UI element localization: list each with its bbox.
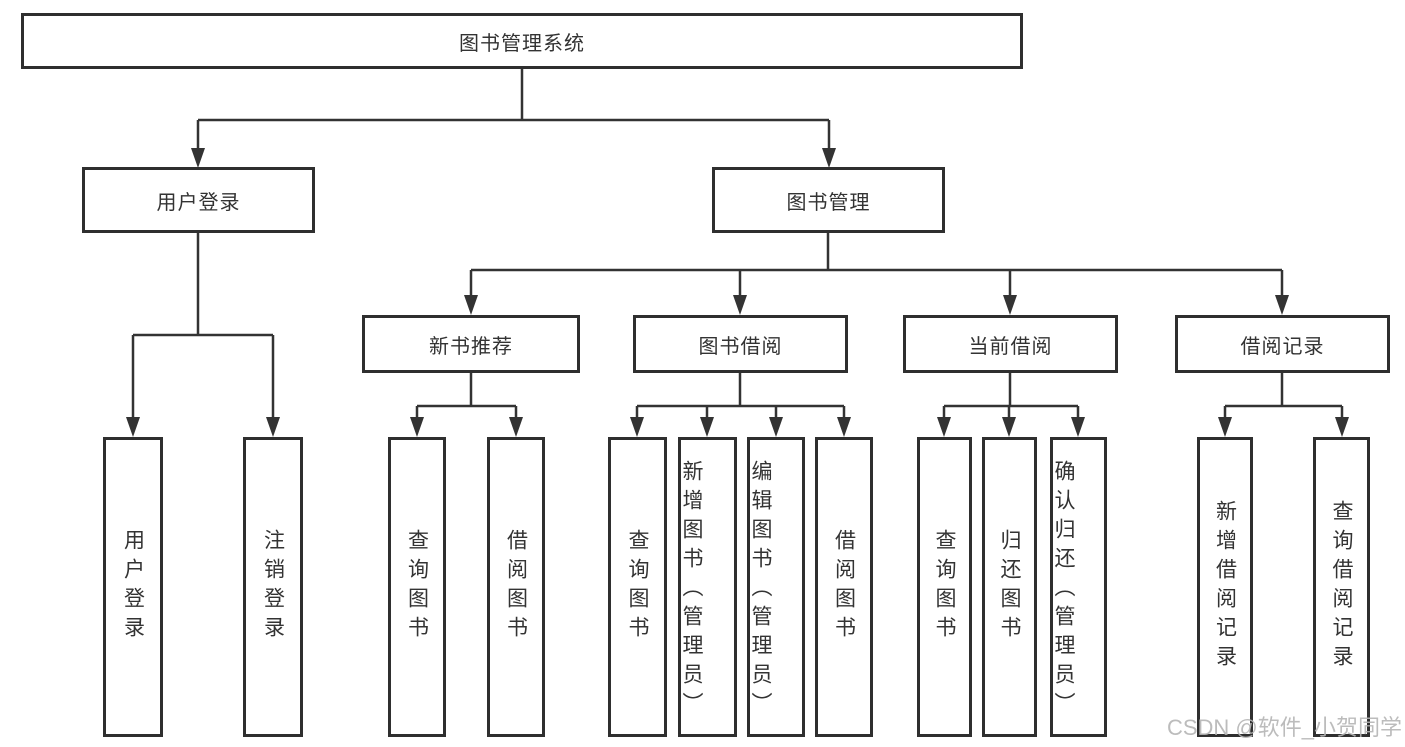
leaf-label: 借阅图书 bbox=[832, 529, 856, 645]
leaf-edit-book-admin: 编辑图书（管理员） bbox=[747, 437, 805, 737]
leaf-label: 查询图书 bbox=[933, 529, 956, 645]
leaf-label: 查询图书 bbox=[626, 529, 649, 645]
arrowhead bbox=[1275, 295, 1289, 315]
leaf-query-book-3: 查询图书 bbox=[917, 437, 972, 737]
connector-root-trunk bbox=[196, 68, 831, 150]
connector-current-borrow bbox=[942, 373, 1080, 419]
leaf-add-borrow-record: 新增借阅记录 bbox=[1197, 437, 1253, 737]
leaf-query-borrow-record: 查询借阅记录 bbox=[1313, 437, 1370, 737]
connector-borrow-record bbox=[1223, 373, 1344, 419]
leaf-label: 编辑图书（管理员） bbox=[749, 459, 772, 721]
leaf-logout: 注销登录 bbox=[243, 437, 303, 737]
leaf-query-book-1: 查询图书 bbox=[388, 437, 446, 737]
leaf-borrow-book-2: 借阅图书 bbox=[815, 437, 873, 737]
arrowhead bbox=[630, 417, 644, 437]
arrowhead bbox=[1071, 417, 1085, 437]
connector-user-login bbox=[131, 233, 275, 419]
leaf-label: 新增图书（管理员） bbox=[680, 459, 703, 721]
leaf-borrow-book-1: 借阅图书 bbox=[487, 437, 545, 737]
node-user-login: 用户登录 bbox=[82, 167, 315, 233]
node-label: 借阅记录 bbox=[1240, 335, 1325, 358]
leaf-label: 注销登录 bbox=[261, 529, 285, 645]
arrowhead bbox=[937, 417, 951, 437]
arrowhead bbox=[464, 295, 478, 315]
node-book-management: 图书管理 bbox=[712, 167, 945, 233]
arrowhead bbox=[1002, 417, 1016, 437]
arrowhead bbox=[733, 295, 747, 315]
node-book-borrow: 图书借阅 bbox=[633, 315, 848, 373]
leaf-label: 归还图书 bbox=[998, 529, 1021, 645]
node-label: 图书借阅 bbox=[698, 335, 783, 358]
node-library-system: 图书管理系统 bbox=[21, 13, 1023, 69]
arrowhead bbox=[1335, 417, 1349, 437]
arrowhead bbox=[769, 417, 783, 437]
leaf-user-login: 用户登录 bbox=[103, 437, 163, 737]
node-new-book-recommend: 新书推荐 bbox=[362, 315, 580, 373]
arrowhead bbox=[1003, 295, 1017, 315]
node-borrow-record: 借阅记录 bbox=[1175, 315, 1390, 373]
leaf-confirm-return-admin: 确认归还（管理员） bbox=[1050, 437, 1107, 737]
arrowhead bbox=[410, 417, 424, 437]
leaf-label: 新增借阅记录 bbox=[1213, 500, 1237, 674]
connector-book-mgmt bbox=[469, 233, 1284, 297]
leaf-return-book: 归还图书 bbox=[982, 437, 1037, 737]
arrowhead bbox=[191, 148, 205, 168]
node-label: 新书推荐 bbox=[429, 335, 513, 358]
arrowhead bbox=[837, 417, 851, 437]
leaf-label: 借阅图书 bbox=[504, 529, 528, 645]
arrowhead bbox=[266, 417, 280, 437]
arrowhead bbox=[700, 417, 714, 437]
node-label: 图书管理系统 bbox=[459, 32, 585, 55]
leaf-label: 查询借阅记录 bbox=[1330, 500, 1353, 674]
connector-new-book bbox=[415, 373, 518, 419]
node-label: 图书管理 bbox=[786, 191, 871, 214]
leaf-label: 查询图书 bbox=[405, 529, 429, 645]
arrowhead bbox=[126, 417, 140, 437]
leaf-label: 用户登录 bbox=[121, 529, 145, 645]
arrowhead bbox=[509, 417, 523, 437]
node-current-borrow: 当前借阅 bbox=[903, 315, 1118, 373]
leaf-label: 确认归还（管理员） bbox=[1052, 459, 1075, 721]
node-label: 用户登录 bbox=[156, 191, 241, 214]
leaf-query-book-2: 查询图书 bbox=[608, 437, 667, 737]
leaf-add-book-admin: 新增图书（管理员） bbox=[678, 437, 737, 737]
connector-book-borrow bbox=[635, 373, 846, 419]
csdn-watermark: CSDN @软件_小贺同学 bbox=[1166, 715, 1402, 740]
arrowhead bbox=[1218, 417, 1232, 437]
arrowhead bbox=[822, 148, 836, 168]
node-label: 当前借阅 bbox=[968, 335, 1053, 358]
